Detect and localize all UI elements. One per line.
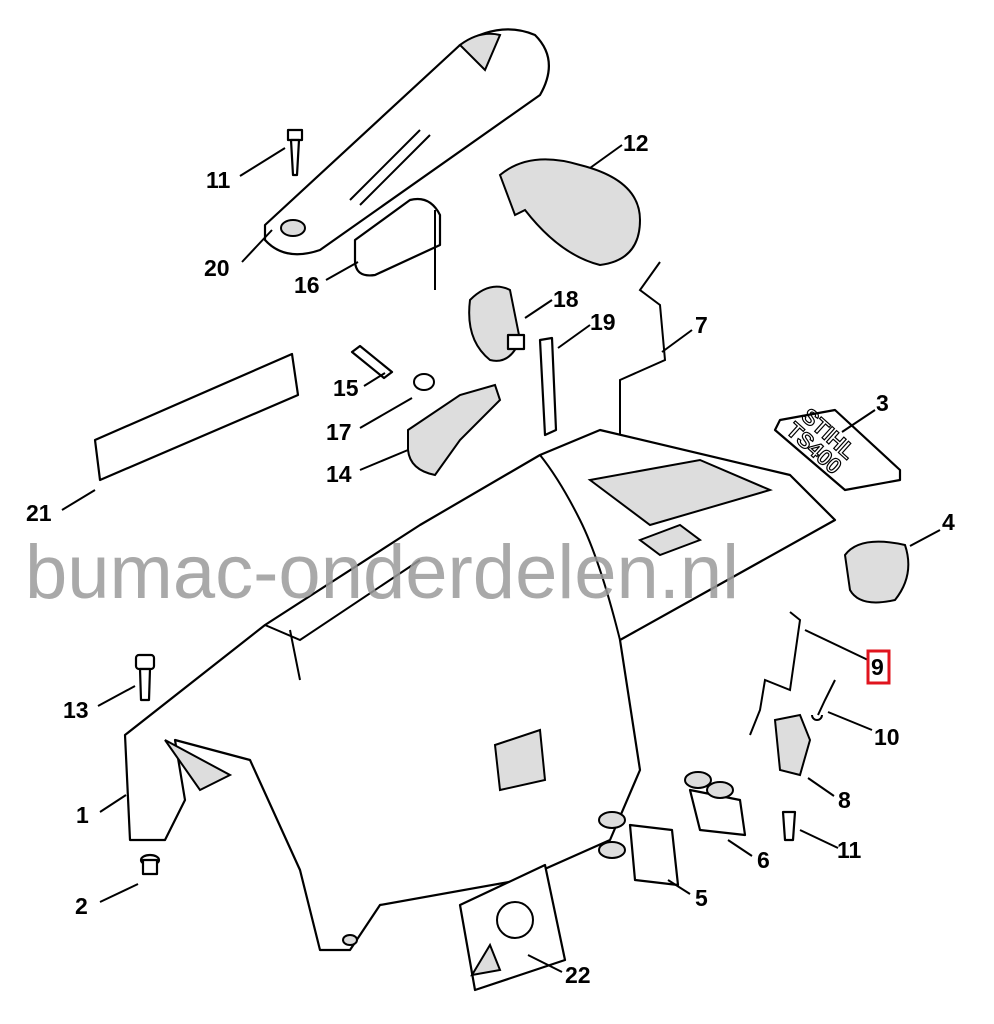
part-11-screw-lower	[781, 810, 797, 842]
part-20-handle	[263, 28, 550, 256]
part-2-plug	[139, 853, 161, 876]
callout-19: 19	[590, 309, 616, 335]
part-5-mount	[598, 811, 680, 887]
callout-2: 2	[75, 893, 88, 919]
callout-8: 8	[838, 787, 851, 813]
part-12-cover	[498, 158, 642, 267]
part-7-wire	[619, 261, 667, 440]
part-16-lever	[353, 197, 442, 290]
callout-5: 5	[695, 885, 708, 911]
part-11-screw	[286, 128, 304, 177]
part-1-housing	[123, 428, 837, 952]
part-4-grommet	[843, 540, 910, 604]
callout-14: 14	[326, 461, 352, 487]
part-3-decal: STIHL TS400	[773, 403, 902, 492]
part-19-rod	[538, 336, 558, 437]
callout-11: 11	[206, 167, 231, 193]
callout-20: 20	[204, 255, 230, 281]
part-17-spring	[413, 373, 435, 391]
watermark: bumac-onderdelen.nl	[25, 530, 739, 615]
part-6-mount	[684, 771, 747, 837]
callout-10: 10	[874, 724, 900, 750]
part-8-bracket	[773, 713, 812, 777]
callout-4: 4	[942, 509, 955, 535]
callout-9-highlight-box	[866, 649, 891, 685]
part-15-pin	[350, 344, 394, 380]
callout-22: 22	[565, 962, 591, 988]
callout-11-lower: 11	[837, 837, 862, 863]
leader-lines	[61, 144, 941, 973]
part-21-label	[93, 352, 300, 482]
callout-1: 1	[76, 802, 89, 828]
callout-18: 18	[553, 286, 579, 312]
part-14-trigger	[407, 383, 502, 477]
callout-17: 17	[326, 419, 352, 445]
callout-3: 3	[876, 390, 889, 416]
callout-12: 12	[623, 130, 649, 156]
part-10-spring	[811, 679, 836, 721]
part-18-knob	[468, 285, 526, 362]
part-13-screw	[134, 653, 156, 702]
callout-13: 13	[63, 697, 89, 723]
callout-7: 7	[695, 312, 708, 338]
callout-21: 21	[26, 500, 52, 526]
part-22-warning-decal	[458, 863, 567, 992]
callout-15: 15	[333, 375, 359, 401]
callout-9: 9	[871, 654, 884, 680]
callout-16: 16	[294, 272, 320, 298]
callout-6: 6	[757, 847, 770, 873]
part-9-spring	[749, 611, 802, 736]
